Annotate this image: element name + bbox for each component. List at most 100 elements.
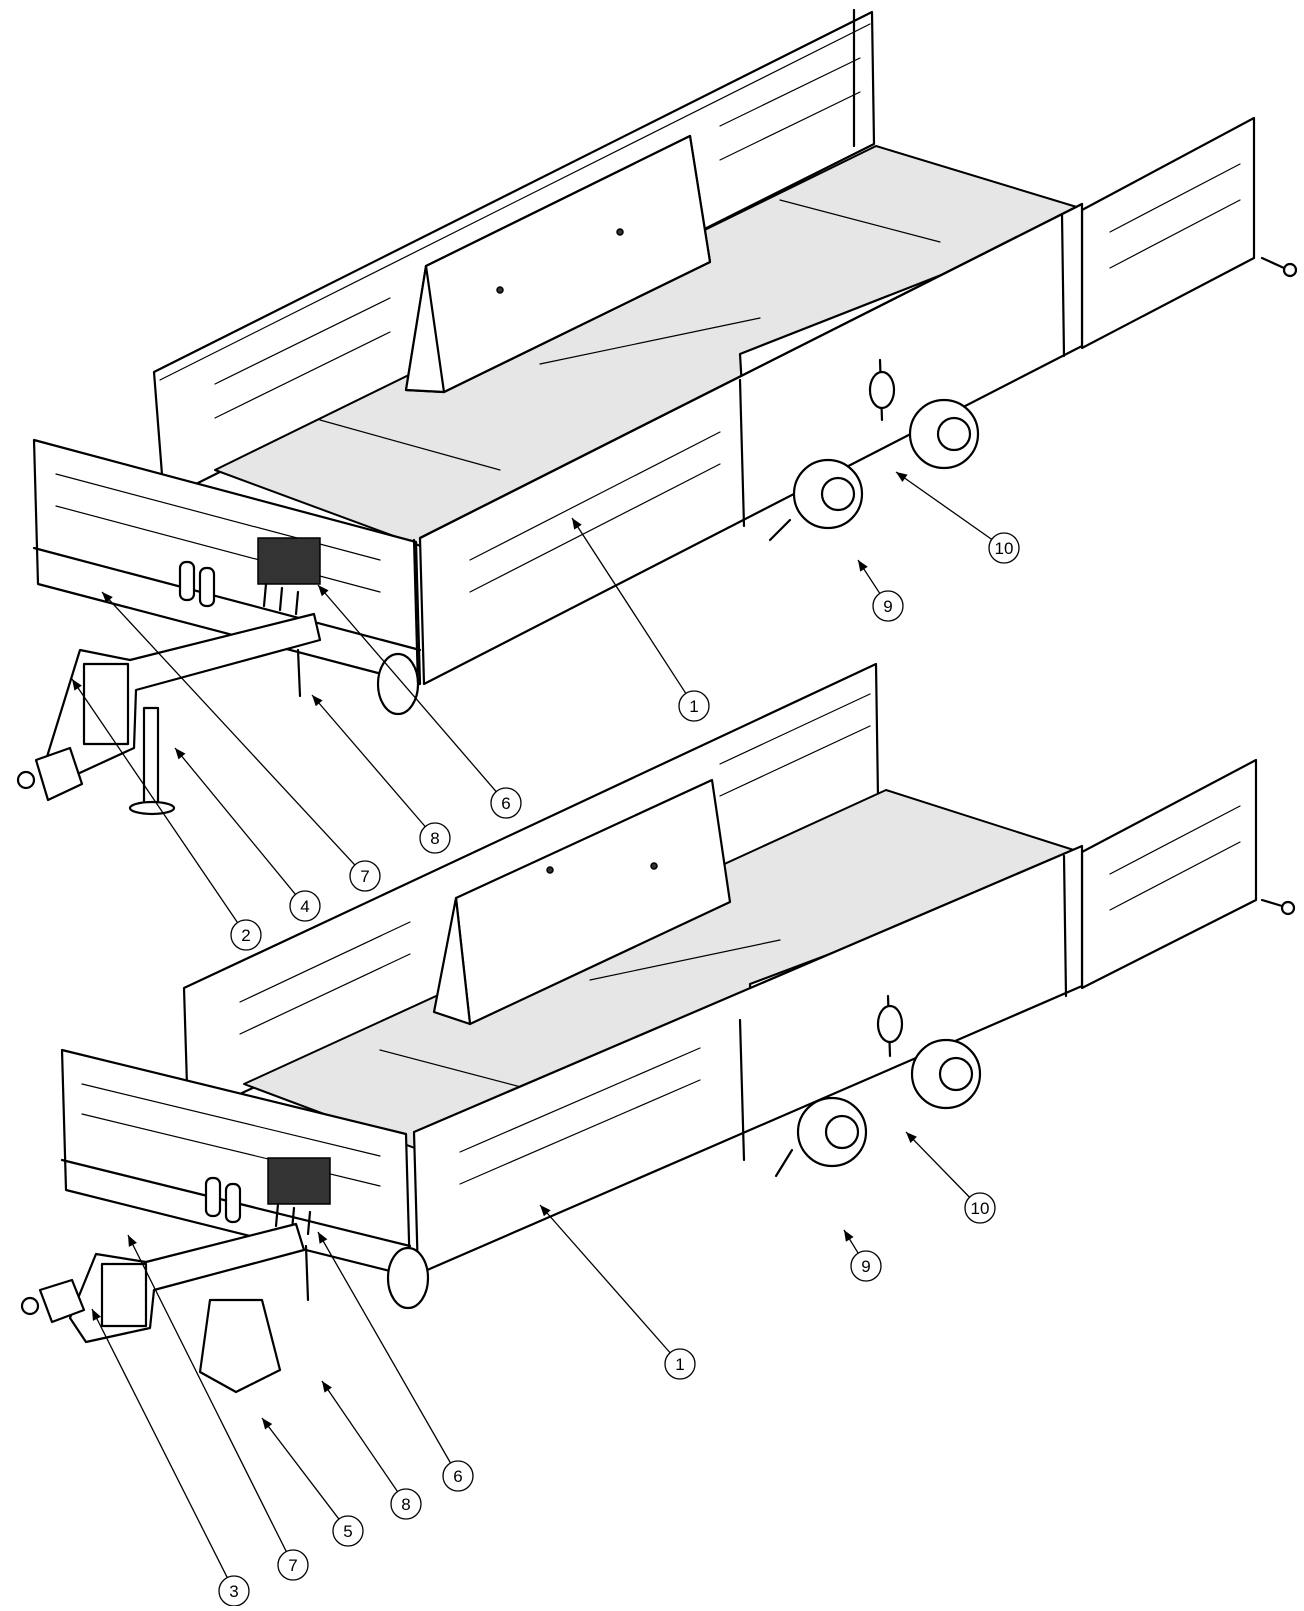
drawbar-plate	[100, 1262, 148, 1328]
leader-arrowhead	[322, 1381, 332, 1393]
leader-line	[905, 1131, 971, 1198]
leader-arrowhead	[318, 585, 329, 597]
callout-top-2: 2	[71, 678, 262, 951]
leader-line	[311, 694, 426, 828]
near-side-board	[412, 844, 1084, 1276]
callout-bubble	[277, 1549, 309, 1581]
callout-bottom-3: 3	[91, 1308, 250, 1607]
callout-bubble	[349, 860, 381, 892]
callout-bubble	[850, 1250, 882, 1282]
callout-bottom-7: 7	[127, 1234, 309, 1581]
support-foot	[198, 1298, 282, 1394]
leader-arrowhead	[572, 518, 582, 530]
wheel-assembly	[774, 994, 982, 1178]
trailer-top-view	[16, 8, 1298, 816]
leader-line	[261, 1417, 340, 1520]
callout-bubble	[678, 690, 710, 722]
callout-bubble	[332, 1515, 364, 1547]
callout-top-6: 6	[317, 584, 522, 819]
callout-bubble	[872, 590, 904, 622]
callout-number: 10	[995, 539, 1014, 558]
leader-arrowhead	[102, 592, 113, 604]
callout-top-1: 1	[571, 517, 710, 722]
callout-bottom-5: 5	[261, 1417, 364, 1547]
callout-top-9: 9	[857, 559, 904, 622]
leader-line	[317, 584, 497, 793]
callout-number: 1	[675, 1355, 684, 1374]
hitch-eye-housing	[38, 1278, 86, 1324]
leader-line	[539, 1204, 671, 1354]
callout-bubble	[664, 1348, 696, 1380]
callout-bottom-1: 1	[539, 1204, 696, 1380]
leader-arrowhead	[318, 1232, 328, 1244]
callout-number: 10	[971, 1199, 990, 1218]
callout-number: 8	[401, 1495, 410, 1514]
callout-number: 4	[300, 897, 309, 916]
leader-arrowhead	[128, 1235, 137, 1247]
callout-number: 2	[241, 926, 250, 945]
callout-number: 8	[430, 829, 439, 848]
leader-line	[91, 1308, 228, 1578]
front-roller	[386, 1246, 430, 1310]
callout-bottom-8: 8	[321, 1380, 422, 1520]
valve-block	[257, 537, 321, 585]
callout-bubble	[442, 1460, 474, 1492]
callout-number: 6	[453, 1467, 462, 1486]
hitch-eye	[20, 1296, 40, 1316]
callout-number: 1	[689, 697, 698, 716]
callout-number: 7	[288, 1556, 297, 1575]
drawbar-plate	[82, 662, 130, 746]
leader-line	[571, 517, 687, 694]
valve-block	[267, 1157, 331, 1205]
leader-arrowhead	[312, 695, 323, 707]
leader-arrowhead	[540, 1205, 551, 1217]
callout-number: 3	[229, 1582, 238, 1601]
callout-number: 6	[501, 794, 510, 813]
callout-bubble	[230, 919, 262, 951]
callout-top-10: 10	[895, 471, 1020, 564]
jack-stand	[142, 706, 160, 806]
callout-number: 7	[360, 867, 369, 886]
trailer-bottom-view	[20, 662, 1296, 1394]
front-board	[32, 438, 422, 686]
leader-arrowhead	[896, 472, 908, 483]
hitch-eye-housing	[34, 746, 84, 802]
callout-number: 5	[343, 1522, 352, 1541]
leader-line	[317, 1231, 452, 1464]
leader-arrowhead	[175, 748, 186, 760]
leader-arrowhead	[92, 1309, 101, 1321]
end-board	[1080, 116, 1256, 350]
callout-bubble	[419, 822, 451, 854]
leader-line	[71, 678, 239, 923]
leader-arrowhead	[858, 560, 868, 572]
leader-line	[321, 1380, 399, 1492]
callout-top-8: 8	[311, 694, 451, 854]
end-board	[1080, 758, 1258, 990]
hitch-eye	[16, 770, 36, 790]
callout-bottom-6: 6	[317, 1231, 474, 1492]
callout-bubble	[988, 532, 1020, 564]
callout-top-7: 7	[101, 591, 381, 892]
leader-arrowhead	[844, 1230, 854, 1242]
leader-arrowhead	[72, 679, 82, 691]
front-roller	[376, 652, 420, 716]
leader-line	[895, 471, 993, 540]
callout-top-4: 4	[174, 747, 321, 922]
wheel-assembly	[768, 358, 980, 542]
callout-layer: 1 2 4 7 8 6 9 10 1 3 7 5 8 6 9 10	[71, 471, 1020, 1607]
leader-arrowhead	[906, 1132, 917, 1144]
callout-bubble	[964, 1192, 996, 1224]
callout-bubble	[390, 1488, 422, 1520]
leader-line	[127, 1234, 287, 1552]
callout-number: 9	[883, 597, 892, 616]
leader-arrowhead	[262, 1418, 273, 1430]
callout-bottom-9: 9	[843, 1229, 882, 1282]
leader-line	[101, 591, 356, 866]
callout-bubble	[289, 890, 321, 922]
callout-bubble	[490, 787, 522, 819]
leader-line	[174, 747, 296, 895]
callout-number: 9	[861, 1257, 870, 1276]
callout-bottom-10: 10	[905, 1131, 996, 1224]
